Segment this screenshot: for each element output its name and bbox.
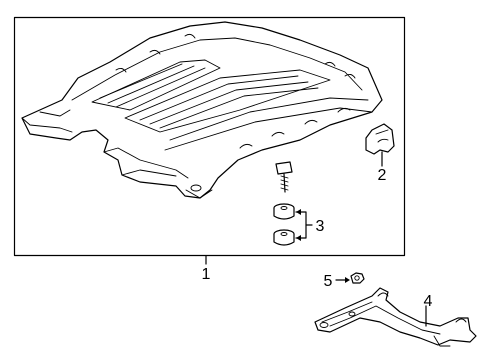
- callout-2: 2: [378, 167, 387, 184]
- nut: [350, 272, 365, 284]
- grommet-lower: [273, 229, 295, 246]
- bracket: [365, 123, 395, 167]
- grommet-upper: [273, 203, 295, 220]
- callout-1: 1: [202, 266, 211, 283]
- arrow-upper: [296, 209, 301, 215]
- grommet-bracket-line: [295, 211, 307, 239]
- support-bracket: [314, 287, 477, 347]
- callout-3: 3: [316, 218, 325, 235]
- arrow-lower: [296, 235, 301, 241]
- engine-cover: [21, 21, 383, 199]
- callout-5: 5: [324, 273, 333, 290]
- bolt: [275, 161, 293, 193]
- assembly-frame: [13, 16, 406, 257]
- callout-4: 4: [424, 293, 433, 310]
